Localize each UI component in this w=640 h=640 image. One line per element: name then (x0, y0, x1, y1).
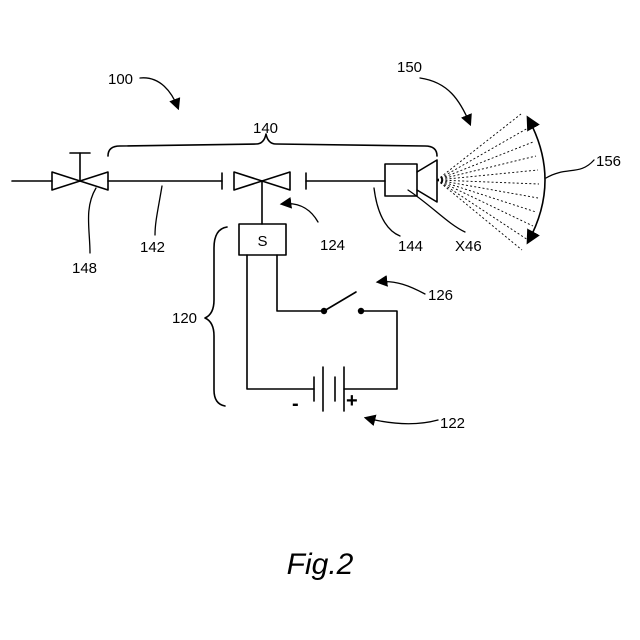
manual-valve (52, 153, 108, 190)
label-156: 156 (596, 153, 621, 170)
label-x46: X46 (455, 238, 482, 255)
label-126: 126 (428, 287, 453, 304)
label-140: 140 (253, 120, 278, 137)
main-pipeline (12, 173, 385, 189)
spray-angle-arc (528, 118, 594, 242)
label-150: 150 (397, 59, 422, 76)
figure-caption: Fig.2 (287, 548, 354, 581)
label-142: 142 (140, 239, 165, 256)
solenoid-letter: S (257, 233, 267, 250)
battery-minus-sign: - (292, 393, 299, 415)
brace-piping (108, 134, 437, 156)
spray-fan (437, 114, 539, 250)
label-100: 100 (108, 71, 133, 88)
label-120: 120 (172, 310, 197, 327)
nozzle-assembly (385, 160, 437, 202)
brace-control (205, 227, 227, 406)
solenoid-valve (234, 172, 290, 224)
label-148: 148 (72, 260, 97, 277)
control-circuit (247, 255, 397, 411)
label-144: 144 (398, 238, 423, 255)
battery-plus-sign: + (346, 390, 358, 412)
label-122: 122 (440, 415, 465, 432)
solenoid-box: S (239, 224, 286, 255)
label-124: 124 (320, 237, 345, 254)
